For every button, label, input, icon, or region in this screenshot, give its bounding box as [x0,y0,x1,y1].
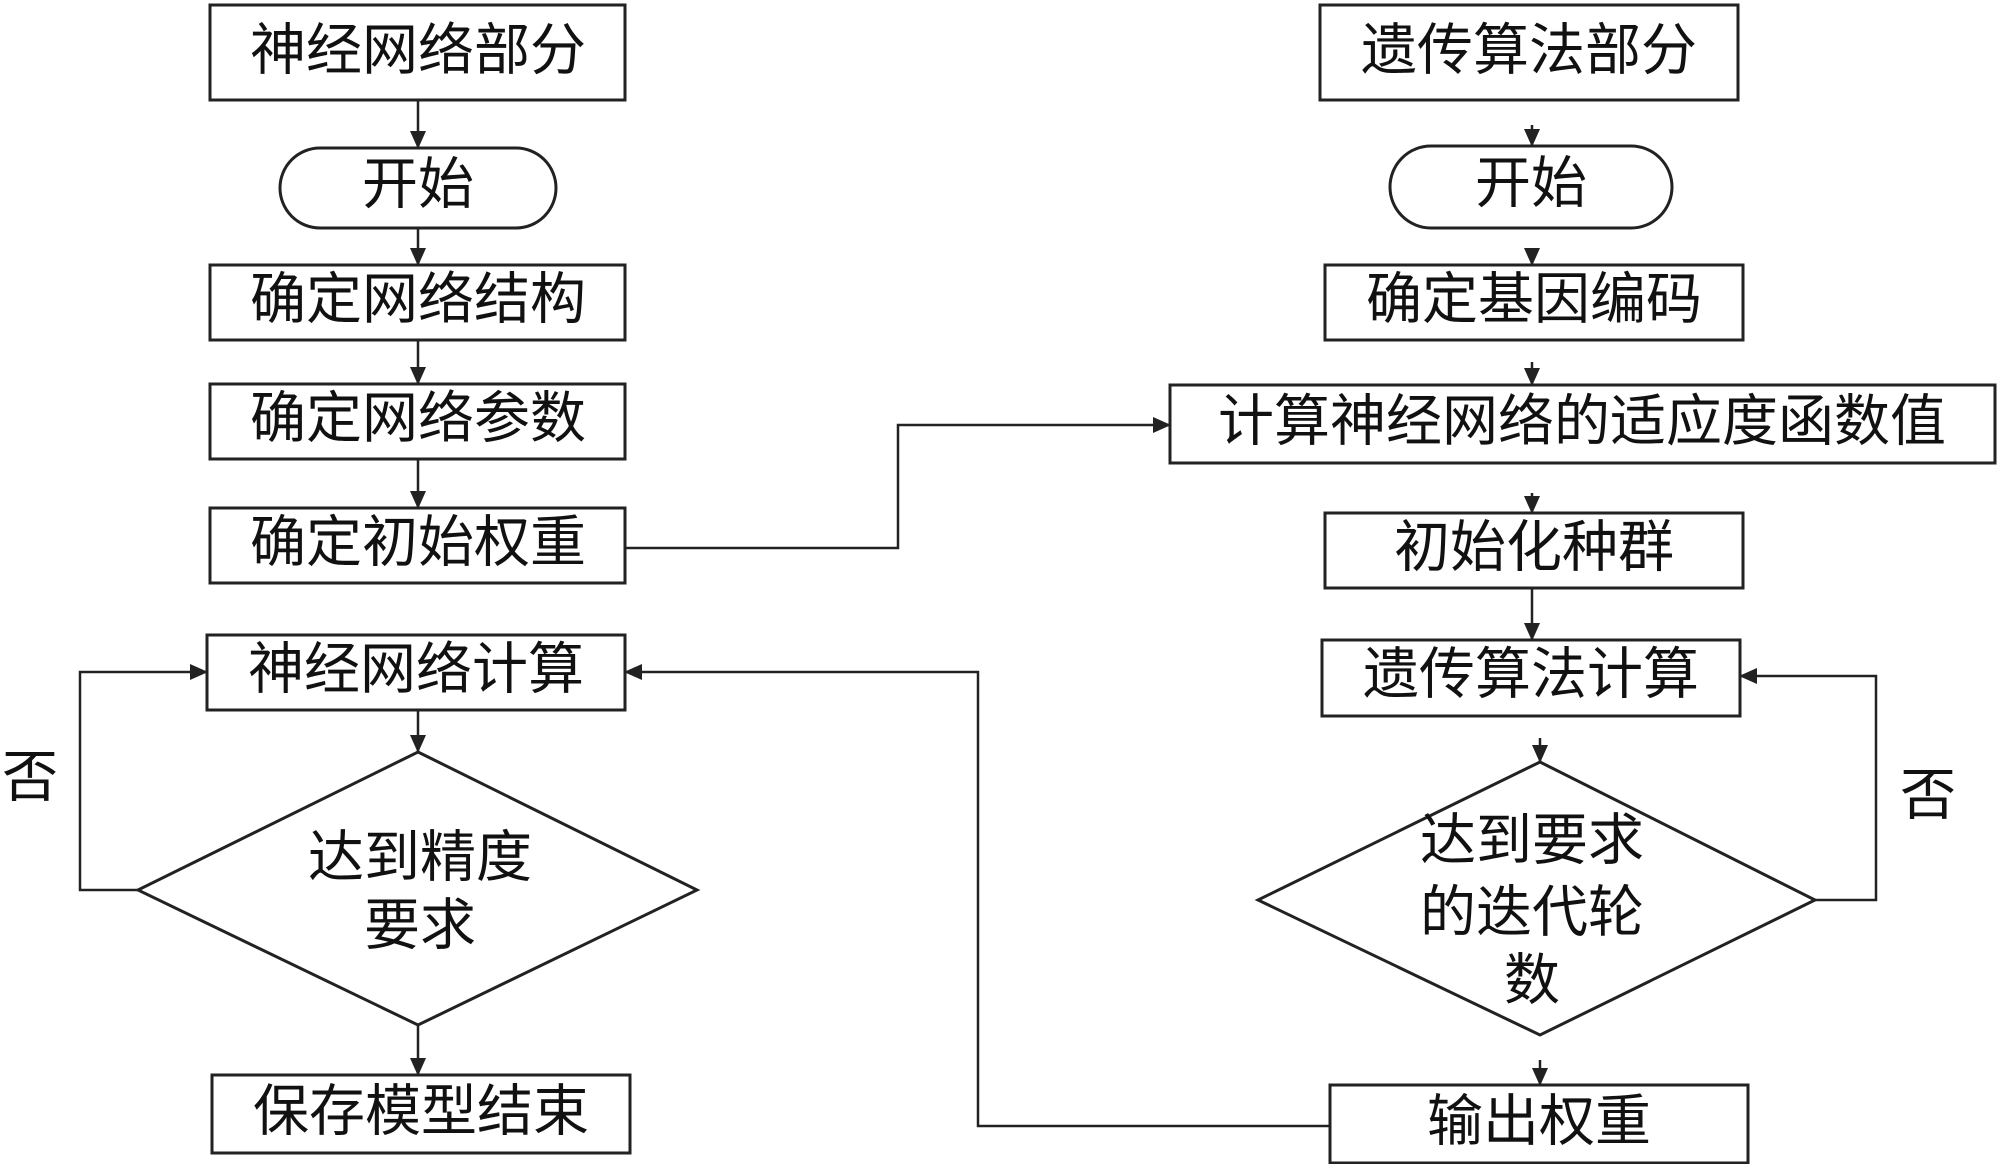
nn-structure-label: 确定网络结构 [250,268,586,333]
nn-save-end-label: 保存模型结束 [253,1080,589,1145]
ga-population-box [1323,511,1745,590]
nn-decision-label-line2: 要求 [364,894,476,959]
genetic-algorithm-flow: 遗传算法部分 开始 确定基因编码 计算神经网络的适应度函数值 初始化种群 遗传算… [1168,3,1997,1164]
ga-encoding-box [1323,263,1745,342]
ga-compute-box [1320,638,1742,718]
ga-output-weights-label: 输出权重 [1427,1090,1651,1155]
ga-compute-label: 遗传算法计算 [1363,643,1699,708]
nn-title-label: 神经网络部分 [250,19,586,84]
ga-title-label: 遗传算法部分 [1361,19,1697,84]
ga-fitness-label: 计算神经网络的适应度函数值 [1218,390,1946,455]
ga-no-label: 否 [1900,764,1956,829]
ga-decision-diamond [1254,760,1819,1037]
nn-save-end-box [210,1073,632,1155]
output-weights-to-nn-compute-arrow [624,664,1330,1128]
ga-title-box [1318,3,1740,102]
ga-population-label: 初始化种群 [1394,516,1674,581]
ga-start-label: 开始 [1475,152,1587,217]
nn-params-box [208,382,627,461]
ga-no-loop-arrow [1739,668,1878,902]
nn-decision-label-line1: 达到精度 [308,826,532,891]
nn-weights-box [208,506,627,585]
nn-no-loop-arrow [78,664,208,892]
nn-compute-label: 神经网络计算 [248,638,584,703]
nn-compute-box [205,633,627,712]
neural-network-flow: 神经网络部分 开始 确定网络结构 确定网络参数 确定初始权重 神经网络计算 达到… [2,3,701,1155]
nn-start-label: 开始 [362,153,474,218]
ga-decision-label-line3: 数 [1504,949,1560,1014]
ga-output-weights-box [1328,1083,1750,1164]
ga-fitness-box [1168,383,1997,465]
ga-decision-label-line2: 的迭代轮 [1420,881,1644,946]
ga-start-terminator [1388,144,1674,230]
nn-no-label: 否 [2,746,58,811]
ga-decision-label-line1: 达到要求 [1420,809,1644,874]
initial-weights-to-fitness-arrow [625,417,1171,550]
ga-encoding-label: 确定基因编码 [1366,268,1702,333]
nn-params-label: 确定网络参数 [250,387,586,452]
nn-title-box [208,3,627,102]
nn-weights-label: 确定初始权重 [250,511,586,576]
